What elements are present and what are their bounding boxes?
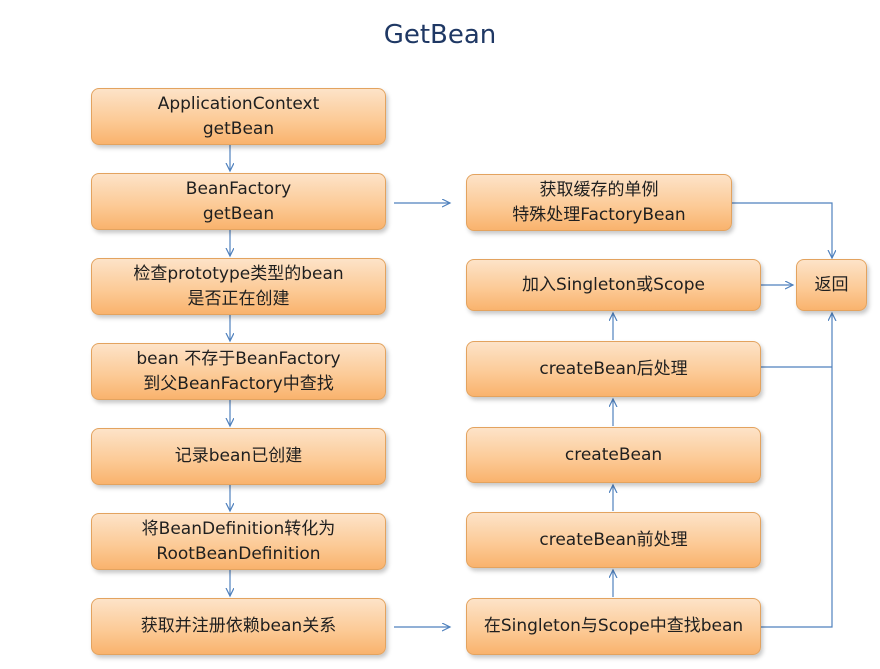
step-line: 返回	[814, 274, 849, 295]
step-createbean-pre: createBean前处理	[466, 512, 761, 568]
step-record-created: 记录bean已创建	[91, 428, 386, 485]
step-line: ApplicationContext	[157, 93, 320, 114]
step-line: 是否正在创建	[187, 288, 290, 309]
step-find-in-scope: 在Singleton与Scope中查找bean	[466, 598, 761, 655]
step-check-prototype: 检查prototype类型的bean 是否正在创建	[91, 258, 386, 315]
step-createbean-post: createBean后处理	[466, 341, 761, 397]
arrow-find-to-return	[761, 313, 832, 628]
step-line: getBean	[202, 203, 275, 224]
step-line: getBean	[202, 118, 275, 139]
step-line: 获取并注册依赖bean关系	[140, 616, 337, 636]
step-line: 记录bean已创建	[174, 446, 303, 466]
step-line: BeanFactory	[185, 178, 292, 199]
step-line: 到父BeanFactory中查找	[143, 373, 334, 394]
step-line: 加入Singleton或Scope	[522, 274, 705, 295]
step-beanfactory-getbean: BeanFactory getBean	[91, 173, 386, 230]
diagram-title: GetBean	[383, 20, 497, 50]
step-parent-beanfactory: bean 不存于BeanFactory 到父BeanFactory中查找	[91, 343, 386, 400]
step-cached-singleton: 获取缓存的单例 特殊处理FactoryBean	[466, 174, 732, 231]
step-convert-definition: 将BeanDefinition转化为 RootBeanDefinition	[91, 513, 386, 570]
step-createbean: createBean	[466, 427, 761, 483]
step-line: createBean前处理	[539, 529, 688, 550]
step-line: bean 不存于BeanFactory	[136, 348, 341, 369]
arrow-cache-to-return	[732, 202, 832, 258]
step-line: 检查prototype类型的bean	[133, 263, 344, 284]
step-line: 特殊处理FactoryBean	[512, 204, 686, 225]
step-register-dependencies: 获取并注册依赖bean关系	[91, 598, 386, 655]
step-line: 获取缓存的单例	[539, 179, 659, 200]
step-applicationcontext-getbean: ApplicationContext getBean	[91, 88, 386, 145]
step-add-singleton-scope: 加入Singleton或Scope	[466, 259, 761, 311]
step-line: RootBeanDefinition	[156, 543, 321, 564]
step-line: createBean后处理	[539, 358, 688, 379]
step-line: createBean	[564, 444, 663, 465]
step-line: 在Singleton与Scope中查找bean	[483, 616, 744, 636]
step-line: 将BeanDefinition转化为	[141, 518, 336, 539]
step-return: 返回	[796, 259, 867, 311]
